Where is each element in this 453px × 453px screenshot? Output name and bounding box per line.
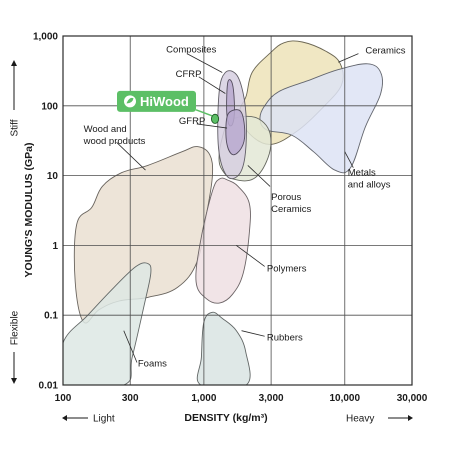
stiff-arrow-head: [11, 60, 17, 66]
label-line: wood products: [83, 136, 146, 147]
x-tick-label: 1,000: [191, 393, 216, 404]
x-note-heavy: Heavy: [346, 414, 374, 425]
axis-titles: DENSITY (kg/m³) YOUNG'S MODULUS (GPa) Ligh…: [10, 60, 413, 425]
label-cfrp: CFRP: [176, 69, 202, 80]
x-tick-label: 100: [55, 393, 72, 404]
hiwood-connector: [195, 109, 213, 117]
light-arrow-head: [62, 415, 67, 421]
highlight: HiWood: [117, 90, 220, 124]
leader-lines: [116, 53, 359, 363]
leader-rubbers: [241, 330, 265, 337]
y-tick-label: 10: [47, 171, 59, 182]
leader-polymers: [236, 245, 265, 267]
leader-metals-and-alloys: [344, 151, 354, 168]
plot-frame: [62, 35, 413, 386]
tick-labels: 100 300 1,000 3,000 10,000 30,000 1,000 100 10 1 0…: [33, 32, 428, 405]
label-line: Rubbers: [267, 332, 303, 343]
y-note-flexible: Flexible: [10, 310, 21, 345]
label-line: GFRP: [179, 116, 205, 127]
leader-cfrp: [198, 76, 226, 94]
label-foams: Foams: [138, 358, 167, 369]
region-rubbers: [196, 311, 251, 385]
label-line: and alloys: [348, 180, 391, 191]
x-axis-title: DENSITY (kg/m³): [184, 412, 267, 424]
label-ceramics: Ceramics: [365, 46, 405, 57]
y-tick-label: 0.1: [44, 311, 58, 322]
y-tick-label: 1,000: [33, 32, 58, 43]
x-tick-label: 300: [122, 393, 139, 404]
hiwood-label: HiWood: [140, 94, 189, 109]
material-regions: [63, 40, 384, 385]
y-tick-label: 100: [41, 101, 58, 112]
label-polymers: Polymers: [267, 264, 307, 275]
region-polymers: [195, 177, 251, 304]
label-line: Metals: [348, 168, 376, 179]
label-line: Porous: [271, 192, 301, 203]
flexible-arrow-head: [11, 378, 17, 384]
leader-foams: [123, 330, 138, 363]
x-tick-label: 30,000: [397, 393, 428, 404]
leaf-icon: [124, 95, 136, 108]
label-composites: Composites: [166, 45, 216, 56]
leader-composites: [187, 53, 223, 73]
label-gfrp: GFRP: [179, 116, 205, 127]
x-tick-label: 3,000: [259, 393, 284, 404]
heavy-arrow-head: [408, 415, 413, 421]
leaf-icon-shape: [126, 97, 134, 104]
plot-border: [62, 35, 413, 386]
region-foams: [63, 262, 152, 385]
x-tick-label: 10,000: [329, 393, 360, 404]
label-line: Ceramics: [271, 204, 311, 215]
y-tick-label: 0.01: [39, 381, 59, 392]
leader-wood-and-wood-products: [116, 142, 146, 171]
x-note-light: Light: [93, 414, 115, 425]
label-line: Wood and: [84, 124, 127, 135]
region-metals-and-alloys: [259, 63, 384, 174]
region-gfrp: [225, 109, 246, 156]
leader-porous-ceramics: [247, 165, 271, 187]
label-line: CFRP: [176, 69, 202, 80]
y-tick-label: 1: [52, 241, 58, 252]
label-line: Ceramics: [365, 46, 405, 57]
hiwood-point: [210, 113, 220, 124]
leader-gfrp: [196, 123, 228, 129]
label-line: Foams: [138, 358, 167, 369]
label-line: Polymers: [267, 264, 307, 275]
label-line: Composites: [166, 45, 216, 56]
leader-ceramics: [338, 53, 359, 63]
y-axis-title: YOUNG'S MODULUS (GPa): [23, 143, 35, 278]
y-note-stiff: Stiff: [10, 119, 21, 136]
hiwood-callout-box: [117, 90, 196, 112]
label-rubbers: Rubbers: [267, 332, 303, 343]
